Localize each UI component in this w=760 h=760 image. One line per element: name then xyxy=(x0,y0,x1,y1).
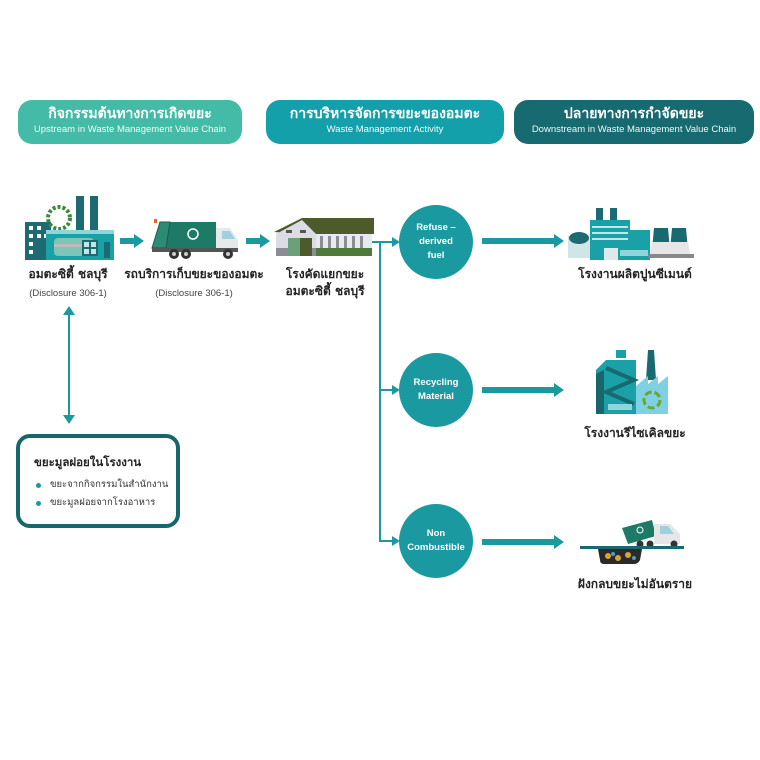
category-refuse-derived-fuel: Refuse – derived fuel xyxy=(399,205,473,279)
arrow-noncomb-to-landfill xyxy=(482,535,564,549)
in-plant-waste-item-text: ขยะจากกิจกรรมในสำนักงาน xyxy=(50,479,169,490)
header-activity-subtitle: Waste Management Activity xyxy=(326,124,444,135)
category-rdf-line2: derived xyxy=(419,236,453,247)
bullet-icon xyxy=(36,501,41,506)
header-downstream-subtitle: Downstream in Waste Management Value Cha… xyxy=(531,124,737,135)
truck-disclosure: (Disclosure 306-1) xyxy=(155,288,233,299)
in-plant-waste-item-text: ขยะมูลฝอยจากโรงอาหาร xyxy=(50,497,156,508)
header-upstream-title: กิจกรรมต้นทางการเกิดขยะ xyxy=(48,106,212,122)
garbage-truck-icon xyxy=(151,219,238,259)
header-upstream: กิจกรรมต้นทางการเกิดขยะ Upstream in Wast… xyxy=(18,100,242,144)
header-downstream-title: ปลายทางการกำจัดขยะ xyxy=(563,106,705,122)
recycling-plant-icon xyxy=(596,350,668,414)
factory-disclosure: (Disclosure 306-1) xyxy=(29,288,107,299)
factory-label: อมตะซิตี้ ชลบุรี xyxy=(28,267,108,281)
header-activity-title: การบริหารจัดการขยะของอมตะ xyxy=(289,106,481,122)
branch-connector xyxy=(372,237,400,546)
category-rdf-line3: fuel xyxy=(427,250,445,261)
category-noncomb-line1: Non xyxy=(426,528,446,539)
in-plant-waste-item: ขยะจากกิจกรรมในสำนักงาน xyxy=(34,476,176,494)
warehouse-icon xyxy=(274,218,374,256)
arrow-recycling-to-plant xyxy=(482,383,564,397)
category-noncomb-line2: Combustible xyxy=(407,542,465,553)
arrow-rdf-to-cement xyxy=(482,234,564,248)
header-downstream: ปลายทางการกำจัดขยะ Downstream in Waste M… xyxy=(514,100,754,144)
category-recycling-material: Recycling Material xyxy=(399,353,473,427)
category-non-combustible: Non Combustible xyxy=(399,504,473,578)
category-recycling-line1: Recycling xyxy=(413,377,459,388)
in-plant-waste-box: ขยะมูลฝอยในโรงงาน ขยะจากกิจกรรมในสำนักงา… xyxy=(16,434,180,528)
sorting-label-line1: โรงคัดแยกขยะ xyxy=(285,267,365,281)
in-plant-waste-title: ขยะมูลฝอยในโรงงาน xyxy=(34,455,142,469)
landfill-icon xyxy=(580,520,684,564)
bullet-icon xyxy=(36,483,41,488)
header-activity: การบริหารจัดการขยะของอมตะ Waste Manageme… xyxy=(266,100,504,144)
destination-recycling-label: โรงงานรีไซเคิลขยะ xyxy=(584,426,686,440)
category-recycling-line2: Material xyxy=(418,391,454,402)
arrow-truck-to-sorting xyxy=(246,234,270,248)
sorting-label-line2: อมตะซิตี้ ชลบุรี xyxy=(285,284,365,298)
destination-cement-label: โรงงานผลิตปูนซีเมนต์ xyxy=(578,267,692,281)
destination-landfill-label: ฝังกลบขยะไม่อันตราย xyxy=(577,577,693,591)
category-rdf-line1: Refuse – xyxy=(416,222,456,233)
in-plant-waste-item: ขยะมูลฝอยจากโรงอาหาร xyxy=(34,494,176,512)
header-upstream-subtitle: Upstream in Waste Management Value Chain xyxy=(33,124,227,135)
truck-label: รถบริการเก็บขยะของอมตะ xyxy=(124,267,264,281)
cement-plant-icon xyxy=(568,208,694,260)
bidirectional-arrow xyxy=(63,306,75,424)
factory-icon xyxy=(25,196,114,260)
arrow-factory-to-truck xyxy=(120,234,144,248)
